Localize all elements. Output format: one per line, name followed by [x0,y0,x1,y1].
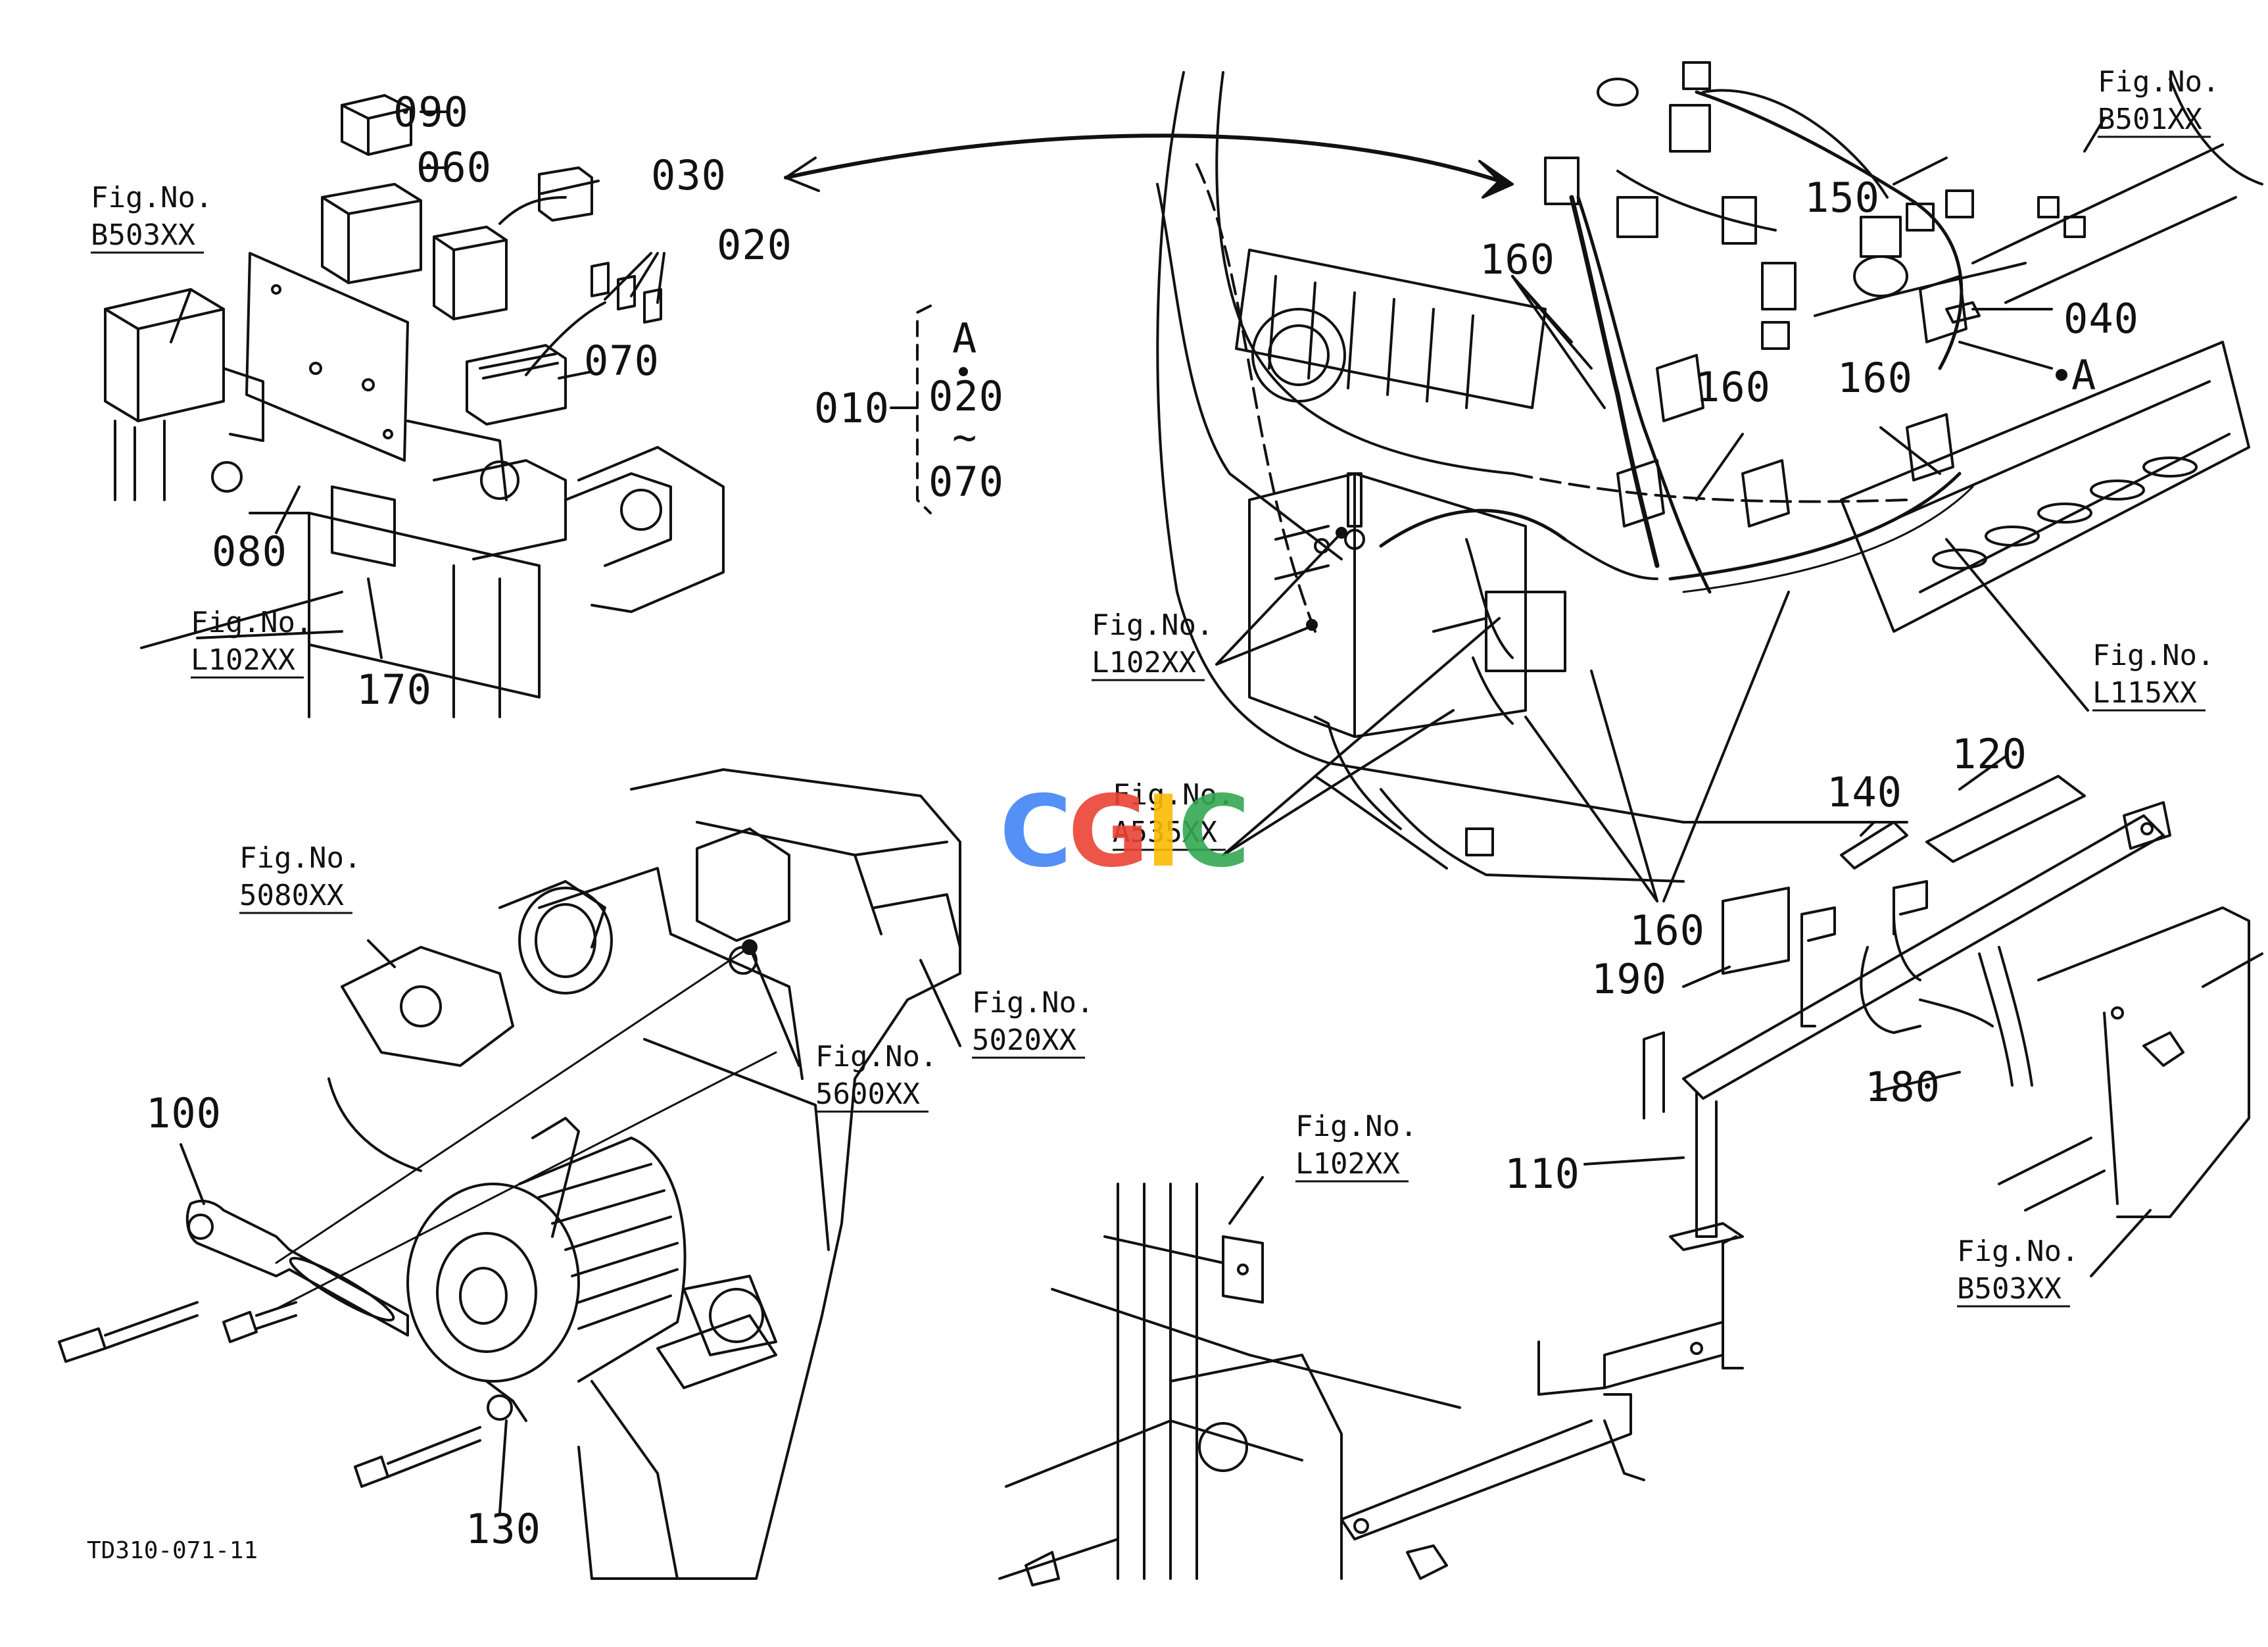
fig-ref-5020[interactable]: Fig.No. 5020XX [972,984,1094,1059]
fig-ref-code: B503XX [91,218,195,253]
fig-ref-label: Fig.No. [1092,608,1214,642]
callout-080: 080 [212,528,287,576]
group-010-bottom: 070 [929,458,1004,506]
fig-ref-l102-left[interactable]: Fig.No. L102XX [191,604,312,679]
callout-160-bottom: 160 [1629,906,1705,954]
group-bracket-010 [890,305,968,514]
engine-bay-harness [1156,61,2263,902]
fig-ref-label: Fig.No. [91,181,213,214]
group-010-tilde: ~ [952,413,978,461]
fig-ref-5600[interactable]: Fig.No. 5600XX [815,1038,937,1113]
fig-ref-label: Fig.No. [239,841,362,875]
fig-ref-label: Fig.No. [2098,65,2220,99]
callout-090: 090 [393,88,469,136]
callout-020: 020 [717,221,792,269]
callout-180: 180 [1865,1063,1941,1111]
group-010-top: A [952,314,978,362]
fig-ref-b501[interactable]: Fig.No. B501XX [2098,63,2219,138]
callout-030: 030 [651,151,727,199]
fig-ref-code: L115XX [2092,676,2197,710]
callout-130: 130 [466,1505,541,1553]
fig-ref-l102-bottom[interactable]: Fig.No. L102XX [1295,1108,1417,1183]
watermark-logo: CGIC [1000,775,1250,889]
fig-ref-b503-top[interactable]: Fig.No. B503XX [91,179,212,254]
bracket-110-assembly [998,755,2263,1586]
callout-070: 070 [584,337,660,385]
watermark-letter-g: G [1068,775,1149,889]
fig-ref-code: B503XX [1957,1272,2062,1306]
fig-ref-label: Fig.No. [191,606,313,639]
group-010-mid: 020 [929,372,1004,420]
transfer-arrow [784,134,1514,199]
callout-040: 040 [2063,295,2139,343]
callout-140: 140 [1827,768,1902,816]
fig-ref-label: Fig.No. [1957,1235,2079,1268]
fig-ref-5080[interactable]: Fig.No. 5080XX [239,839,361,914]
fuse-relay-panel [104,94,725,718]
fig-ref-a535[interactable]: Fig.No. A535XX [1113,776,1234,851]
fig-ref-label: Fig.No. [1295,1110,1418,1143]
fig-ref-code: 5080XX [239,879,344,913]
watermark-letter-i: I [1145,775,1182,889]
fig-ref-code: L102XX [1092,646,1196,680]
watermark-letter-c1: C [1000,775,1072,889]
fig-ref-code: L102XX [1295,1147,1400,1181]
callout-110: 110 [1505,1150,1580,1198]
fig-ref-code: A535XX [1113,816,1217,850]
callout-160-top: 160 [1480,235,1555,283]
callout-190: 190 [1591,955,1667,1003]
callout-160-mid: 160 [1695,363,1771,411]
fig-ref-label: Fig.No. [815,1040,938,1073]
fig-ref-b503-bottom[interactable]: Fig.No. B503XX [1957,1233,2079,1308]
fig-ref-l115[interactable]: Fig.No. L115XX [2092,637,2214,712]
fig-ref-code: 5020XX [972,1023,1076,1058]
fig-ref-code: 5600XX [815,1077,920,1112]
callout-010: 010 [814,384,890,432]
callout-160-right: 160 [1837,354,1913,402]
marker-a: A [2071,351,2097,399]
alternator-assembly [58,768,961,1580]
fig-ref-code: B501XX [2098,103,2202,137]
callout-120: 120 [1952,730,2027,778]
watermark-letter-c2: C [1178,775,1250,889]
fig-ref-code: L102XX [191,643,295,677]
callout-060: 060 [416,143,492,191]
diagram-code: TD310-071-11 [87,1537,258,1564]
callout-170: 170 [356,666,432,714]
fig-ref-label: Fig.No. [1113,778,1235,812]
callout-150: 150 [1804,174,1880,222]
fig-ref-l102-center[interactable]: Fig.No. L102XX [1092,606,1213,681]
fig-ref-label: Fig.No. [2092,639,2215,672]
fig-ref-label: Fig.No. [972,986,1094,1020]
callout-100: 100 [146,1089,222,1137]
